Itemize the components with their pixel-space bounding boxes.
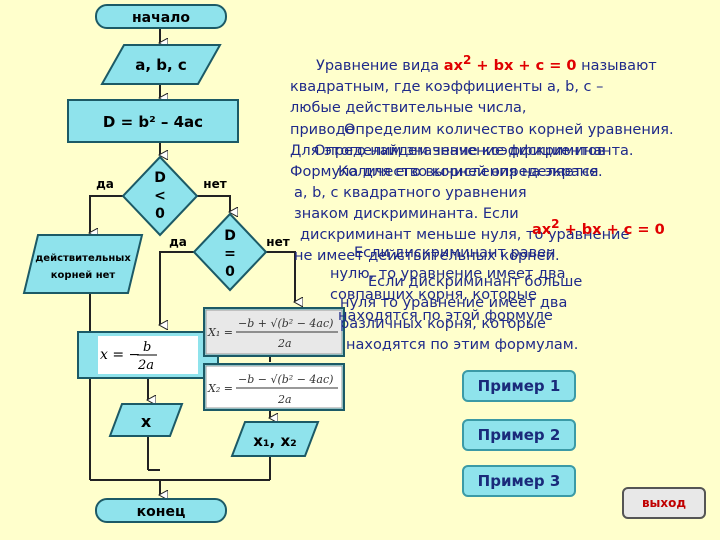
input-label: a, b, c (135, 56, 187, 74)
definition-line3: любые действительные числа, (290, 99, 527, 116)
definition-line2: квадратным, где коэффициенты a, b, c – (290, 78, 604, 95)
single-root-formula-x: x = − (100, 347, 140, 363)
output-x-block (108, 403, 184, 437)
zero-line3: совпавших корня, которые (330, 287, 537, 303)
decision2-yes: да (169, 235, 187, 249)
formula-line2: Для этого найдем значение дискриминанта. (290, 143, 634, 159)
single-root-formula-num: b (143, 340, 151, 355)
count-line4: a, b, c квадратного уравнения (294, 185, 527, 201)
positive-line3: различных корня, которые (340, 316, 546, 332)
end-label: конец (137, 504, 186, 520)
positive-line1: Если дискриминант больше (368, 274, 583, 290)
text-layer-positive: Если дискриминант больше нуля то уравнен… (340, 272, 710, 356)
formula-line1: приводе (290, 122, 355, 138)
decision2-op: = (224, 246, 236, 262)
count-line3: Количество корней определяется (338, 164, 599, 180)
decision2-d: D (224, 228, 236, 244)
start-terminal (95, 4, 227, 29)
x2-formula-panel (205, 365, 343, 409)
x2-formula-label: X₂ = (207, 382, 233, 395)
no-roots-line2: корней нет (51, 270, 116, 281)
no-roots-block (22, 234, 144, 294)
input-block (100, 44, 222, 85)
start-label: начало (132, 10, 190, 26)
exit-button[interactable]: выход (622, 487, 706, 519)
definition-line1: Уравнение вида ax2 + bx + c = 0 называют (316, 53, 657, 74)
positive-line4: находятся по этим формулам. (346, 337, 579, 353)
output-x12-label: x₁, x₂ (253, 432, 296, 450)
x2-formula-num: −b − √(b² − 4ac) (238, 373, 333, 386)
x1-formula-label: X₁ = (207, 326, 233, 339)
text-layer-zero: Если дискриминант равен нулю, то уравнен… (330, 243, 690, 327)
single-root-formula-den: 2a (137, 358, 154, 373)
decision2-zero: 0 (225, 264, 235, 280)
text-layer-formula: приводе Для этого найдем значение дискри… (290, 120, 710, 183)
x2-formula-den: 2a (277, 393, 292, 406)
output-x12-block (230, 421, 320, 457)
decision1-op: < (154, 188, 166, 204)
example-3-button[interactable]: Пример 3 (462, 465, 576, 497)
output-x-label: x (141, 412, 152, 431)
decision1-d: D (154, 170, 166, 186)
count-line1: Определим количество корней уравнения. (344, 122, 674, 138)
zero-line1: Если дискриминант равен (354, 245, 556, 261)
zero-line2: нулю, то уравнение имеет два (330, 266, 566, 282)
decision1-zero: 0 (155, 206, 165, 222)
text-layer-definition: Уравнение вида ax2 + bx + c = 0 называют… (290, 50, 710, 119)
equation-red: ax2 + bx + c = 0 (532, 217, 665, 238)
decision-d-less-zero (121, 155, 199, 237)
example-1-button[interactable]: Пример 1 (462, 370, 576, 402)
positive-line2: нуля то уравнение имеет два (340, 295, 568, 311)
decision1-yes: да (96, 177, 114, 191)
count-line5: знаком дискриминанта. Если (294, 206, 519, 222)
discriminant-block (67, 99, 239, 143)
x1-formula-num: −b + √(b² − 4ac) (238, 317, 333, 330)
text-layer-count: Определим количество корней уравнения. О… (294, 120, 714, 267)
formula-line3: Формула для его вычисления на экране. (290, 164, 603, 180)
end-terminal (95, 498, 227, 523)
x1-formula-den: 2a (277, 337, 292, 350)
decision1-no: нет (203, 177, 226, 191)
discriminant-label: D = b² – 4ac (103, 113, 203, 131)
count-line7: не имеет действительных корней. (294, 248, 560, 264)
example-2-button[interactable]: Пример 2 (462, 419, 576, 451)
count-line2: Определим значение коэффициентов (314, 143, 606, 159)
no-roots-line1: действительных (35, 253, 131, 264)
decision2-no: нет (266, 235, 289, 249)
decision-d-equal-zero (192, 212, 268, 292)
zero-line4: находятся по этой формуле (338, 308, 553, 324)
count-line6: дискриминант меньше нуля, то уравнение (300, 227, 630, 243)
